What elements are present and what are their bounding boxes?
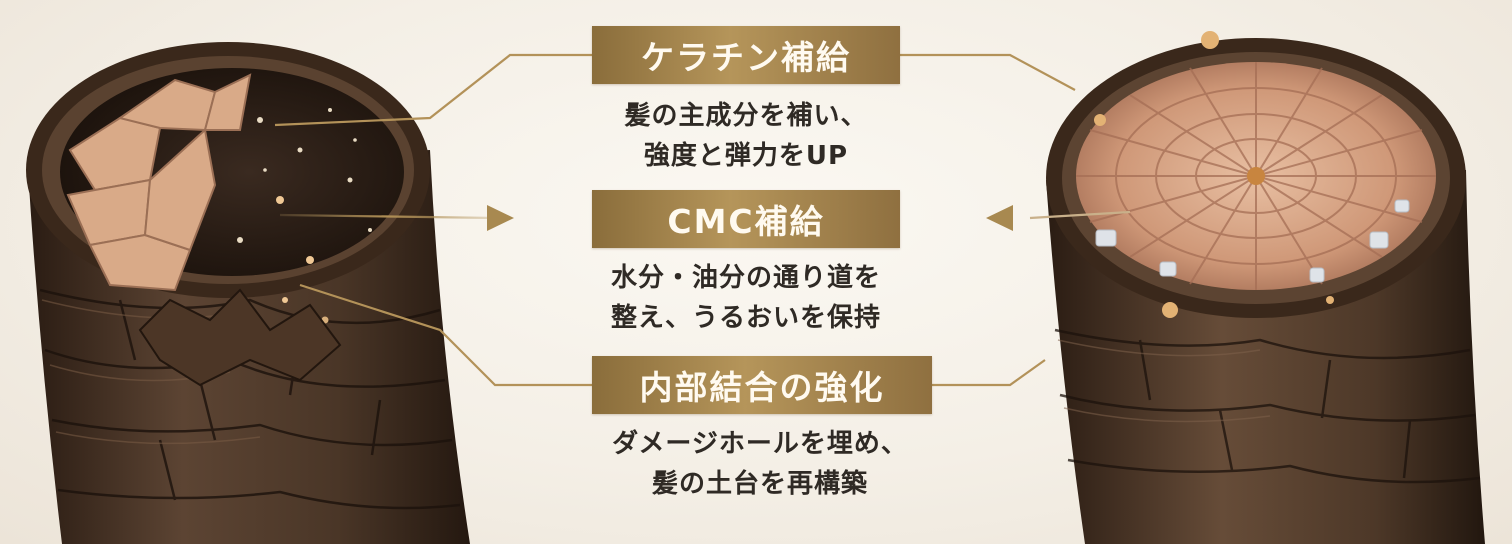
description-line: ダメージホールを埋め、 — [612, 429, 908, 459]
description-line: 水分・油分の通り道を — [610, 263, 881, 293]
feature-title-keratin: ケラチン補給 — [592, 26, 900, 84]
damaged-hair-strand — [26, 42, 470, 544]
feature-title-internal-bond: 内部結合の強化 — [592, 356, 932, 414]
arrow-left-icon — [986, 205, 1013, 231]
feature-title-cmc: CMC補給 — [592, 190, 900, 248]
repaired-hair-strand — [1046, 31, 1485, 544]
feature-description-keratin: 髪の主成分を補い、 強度と弾力をUP — [556, 96, 936, 176]
connector-lines — [274, 53, 1131, 387]
feature-description-cmc: 水分・油分の通り道を 整え、うるおいを保持 — [556, 258, 936, 338]
description-line: 整え、うるおいを保持 — [610, 303, 881, 333]
feature-description-internal-bond: ダメージホールを埋め、 髪の土台を再構築 — [560, 424, 960, 504]
description-line: 髪の土台を再構築 — [651, 469, 868, 499]
feature-title-text: 内部結合の強化 — [639, 368, 885, 407]
feature-title-text: CMC補給 — [667, 202, 825, 241]
arrow-right-icon — [487, 205, 514, 231]
feature-title-text: ケラチン補給 — [641, 38, 851, 77]
description-line: 髪の主成分を補い、 — [624, 101, 868, 131]
description-line: 強度と弾力をUP — [643, 141, 849, 171]
